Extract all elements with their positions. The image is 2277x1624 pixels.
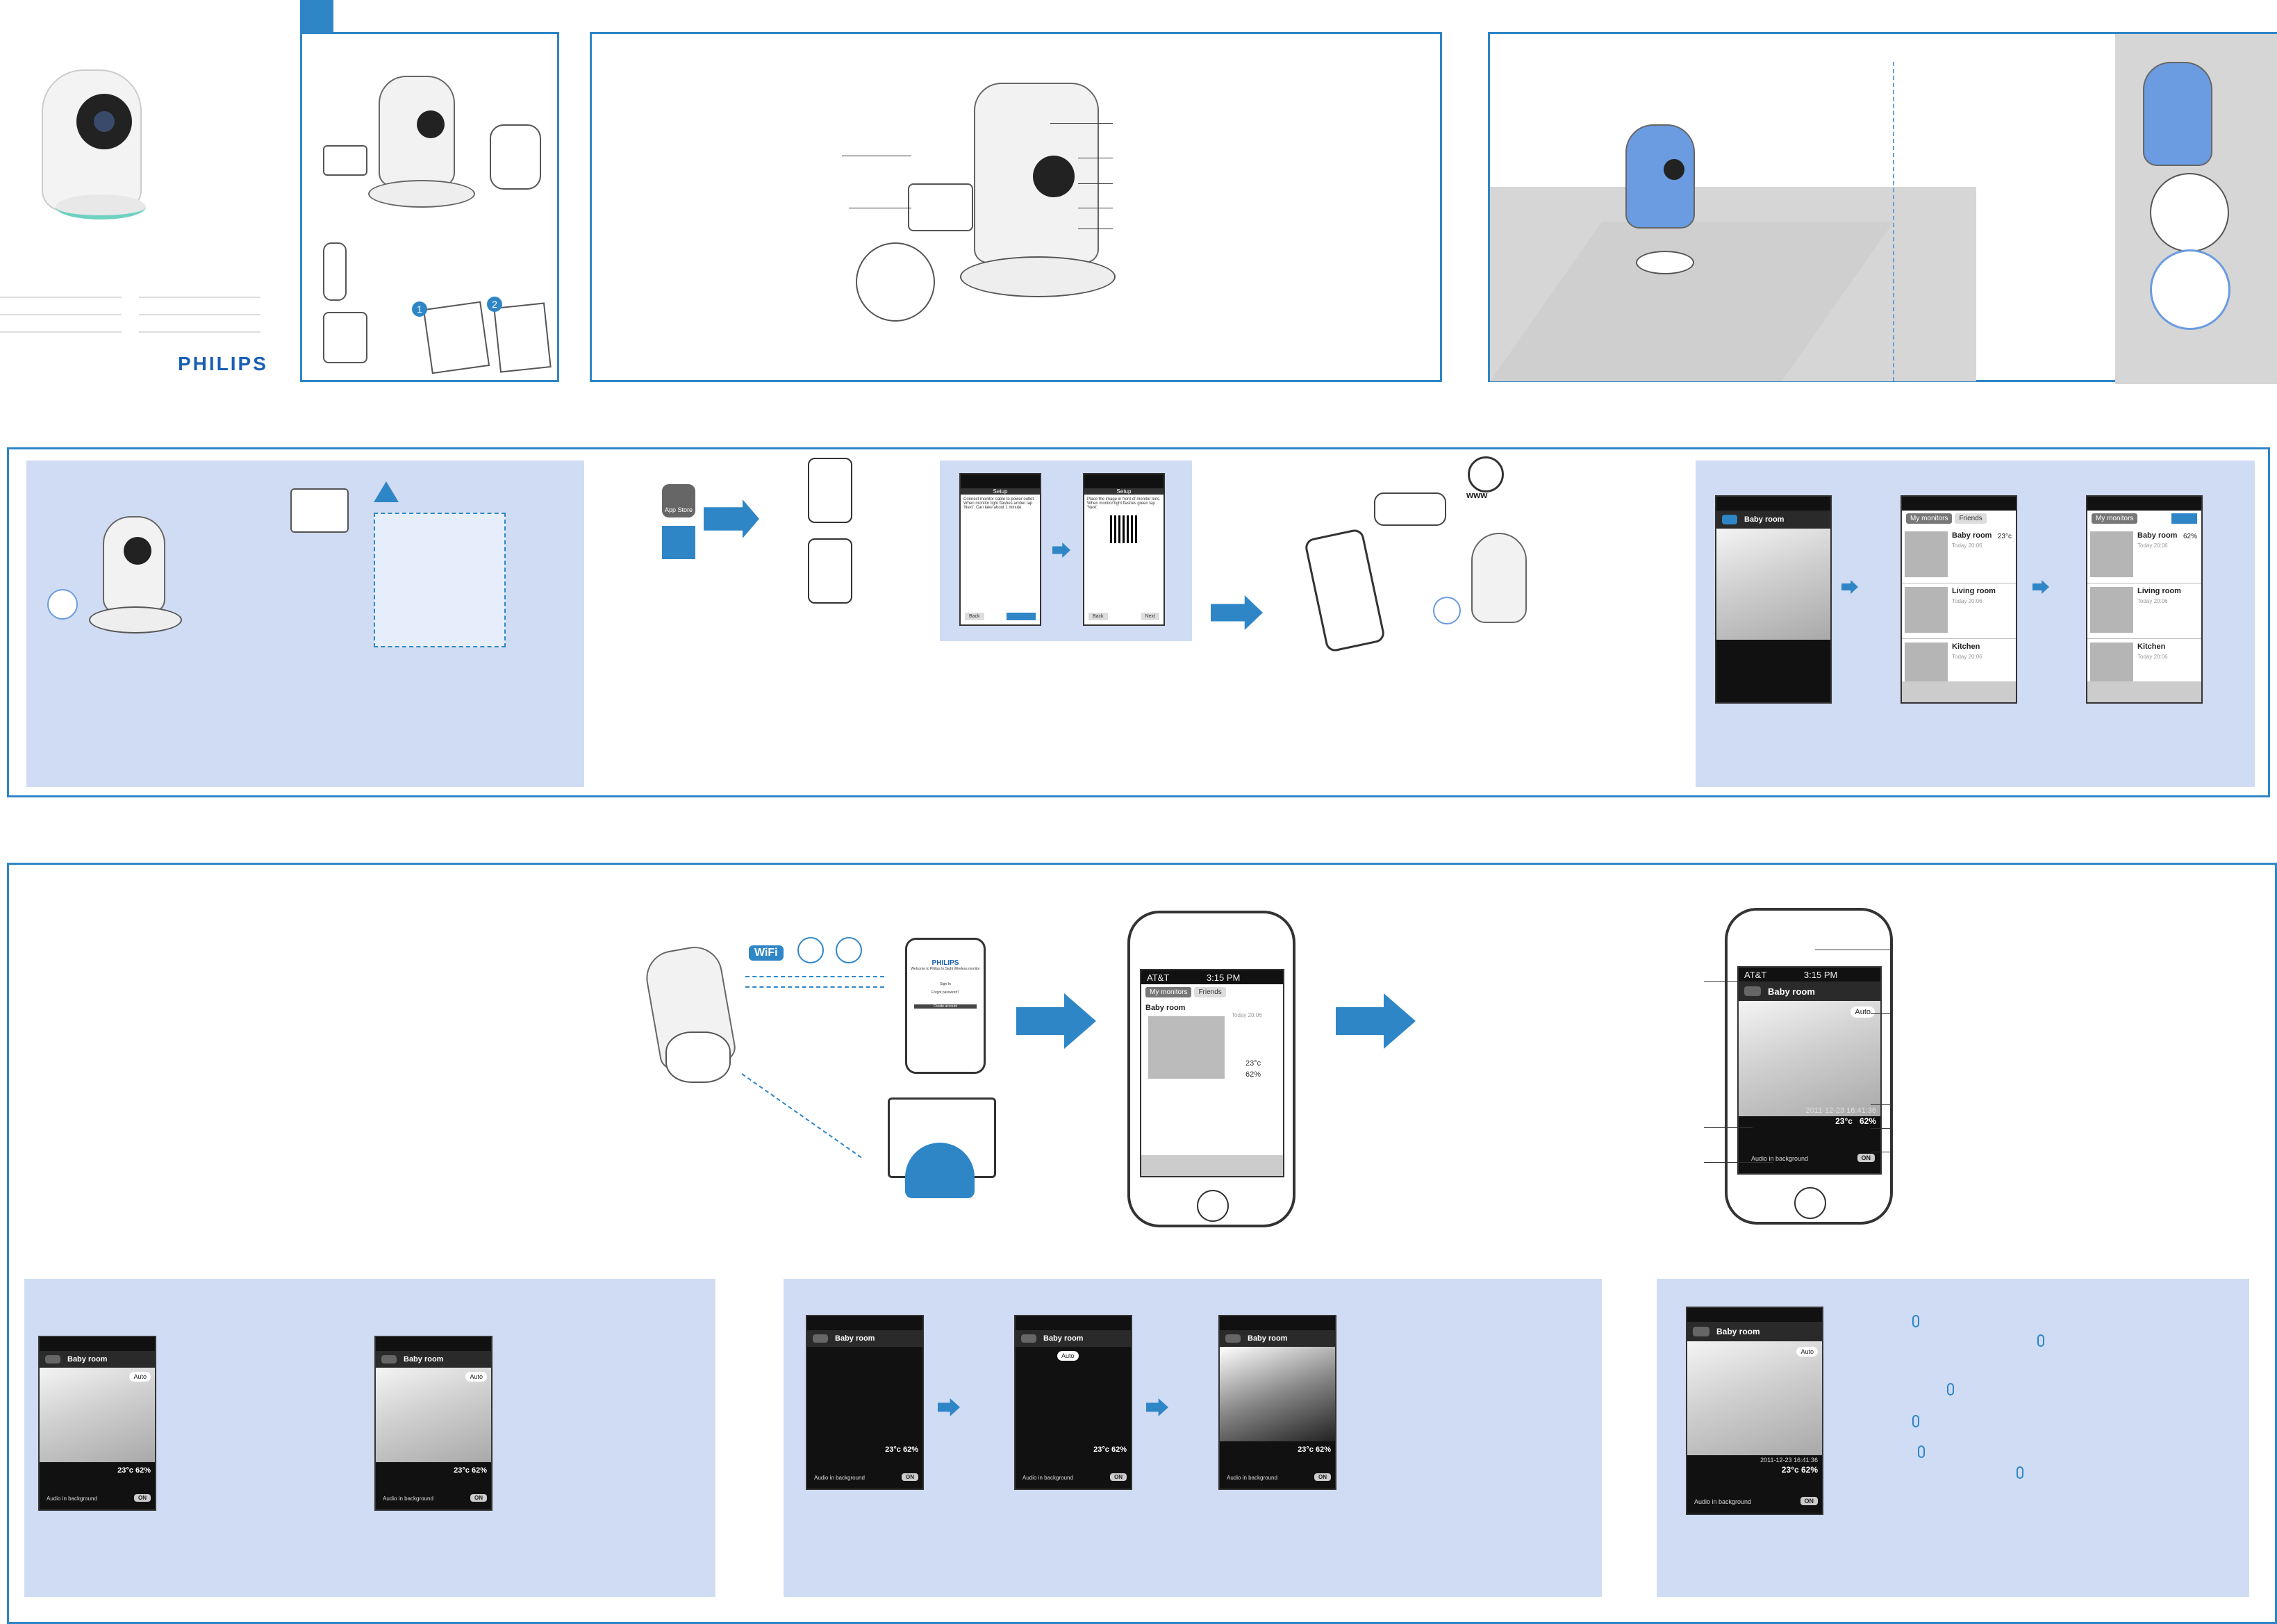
setup-back-button[interactable]: Back [965, 613, 984, 620]
user-manual-icon [422, 301, 490, 374]
step-badge-2: 2 [487, 297, 502, 312]
zoom-panel: Baby room Auto 23°c 62% Audio in backgro… [24, 1279, 715, 1597]
talk-back-screen: Baby room Auto 2011-12-23 16:41:36 23°c … [1686, 1307, 1823, 1515]
setup-next-button[interactable]: Next [1006, 613, 1036, 620]
mic-icon-2 [2037, 1334, 2044, 1347]
auto-night-toggle[interactable]: Auto [1850, 1006, 1875, 1018]
android-icon [662, 526, 695, 559]
router-icon [1374, 492, 1446, 526]
philips-logo: PHILIPS [178, 353, 268, 374]
mic-icon-5 [1918, 1445, 1925, 1458]
user-icon [905, 1143, 975, 1198]
edit-button[interactable]: Edit [2171, 513, 2197, 524]
monitor-view-small: Baby room [1715, 495, 1832, 704]
setup-next-button-2[interactable]: Next [1141, 613, 1159, 620]
night-step-2: Baby room Auto 23°c 62% Audio in backgro… [1014, 1315, 1132, 1490]
app-store-icon: App Store [662, 484, 695, 517]
setup-row-panel: App Store Setup Connect monitor cable to… [7, 447, 2270, 797]
placement-panel [1488, 32, 2277, 384]
qr-code [1110, 515, 1138, 543]
setup-back-button-2[interactable]: Back [1088, 613, 1108, 620]
quick-guide-icon [493, 302, 552, 373]
phone-illustration [1303, 527, 1386, 654]
box-contents-panel: 1 2 [300, 32, 559, 382]
camera-overview-panel [590, 32, 1442, 382]
phone-small-2 [808, 538, 852, 604]
night-step-1: Baby room 23°c 62% Audio in background O… [806, 1315, 924, 1490]
wifi-badge: WiFi [749, 945, 784, 961]
mic-icon-3 [1947, 1383, 1954, 1395]
mic-icon-1 [1912, 1315, 1919, 1327]
globe-icon [1468, 456, 1504, 492]
live-view-zoom-1: Baby room Auto 23°c 62% Audio in backgro… [38, 1336, 156, 1511]
night-step-3: Baby room 23°c 62% Audio in background O… [1218, 1315, 1336, 1490]
live-view-zoom-2: Baby room Auto 23°c 62% Audio in backgro… [374, 1336, 492, 1511]
talk-back-panel: Baby room Auto 2011-12-23 16:41:36 23°c … [1657, 1279, 2249, 1597]
phone-small-1 [808, 458, 852, 523]
mic-icon-6 [2017, 1466, 2023, 1479]
status-light-icon [47, 589, 78, 620]
www-label: www [1466, 490, 1488, 500]
nursery-distance-illustration [374, 513, 506, 647]
step-badge-1: 1 [412, 301, 427, 317]
night-mode-panel: Baby room 23°c 62% Audio in background O… [784, 1279, 1602, 1597]
setup-screen-step1: Setup Connect monitor cable to power out… [959, 473, 1041, 626]
setup-screen-step2: Setup Place the image in front of monito… [1083, 473, 1165, 626]
usage-panel: WiFi PHILIPS Welcome to Philips In.Sight… [7, 863, 2277, 1624]
login-phone: PHILIPS Welcome to Philips In.Sight Wire… [905, 938, 986, 1074]
package-icon [300, 0, 333, 32]
product-camera-image [28, 56, 153, 264]
warning-icon [374, 481, 399, 502]
mic-icon-4 [1912, 1415, 1919, 1427]
